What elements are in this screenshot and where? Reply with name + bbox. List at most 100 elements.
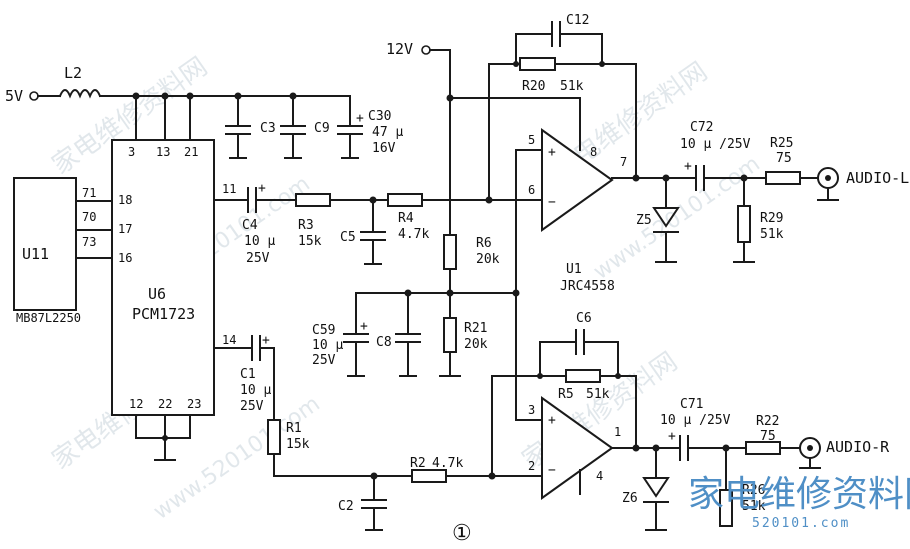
svg-text:+: + (548, 145, 556, 160)
opamp-part: JRC4558 (560, 279, 615, 294)
u1a-pin-7: 7 (620, 155, 627, 169)
u1a-pin-5: 5 (528, 133, 535, 147)
r22-label: R22 (756, 414, 779, 429)
capacitor-c3 (225, 95, 251, 159)
c1-voltage: 25V (240, 399, 264, 414)
svg-text:−: − (548, 195, 556, 210)
r20-label: R20 (522, 79, 545, 94)
resistor-r2 (411, 469, 447, 483)
zener-z6 (642, 447, 670, 531)
c59-voltage: 25V (312, 353, 336, 368)
u6-pin-22: 22 (158, 397, 172, 411)
u6-pin-12: 12 (129, 397, 143, 411)
capacitor-c6 (539, 329, 619, 377)
site-logo-text: 家电维修资料网 (688, 474, 910, 515)
capacitor-c2 (361, 475, 387, 531)
opamp-ref: U1 (566, 262, 582, 277)
u11-pin-70: 70 (82, 210, 96, 224)
audio-l-label: AUDIO-L (846, 169, 909, 187)
audio-r-label: AUDIO-R (826, 438, 890, 456)
u6-pin-11: 11 (222, 182, 236, 196)
capacitor-c1 (251, 335, 261, 361)
u6-pin-17: 17 (118, 222, 132, 236)
u6-pin-13: 13 (156, 145, 170, 159)
r4-value: 4.7k (398, 227, 429, 242)
c4-label: C4 (242, 218, 258, 233)
resistor-r5 (565, 369, 601, 383)
r5-label: R5 (558, 387, 574, 402)
inductor-l2 (58, 89, 102, 99)
figure-number: ① (452, 521, 472, 546)
ic-u6 (111, 139, 215, 416)
r26-value: 51k (742, 499, 766, 514)
c1-value: 10 µ (240, 383, 271, 398)
c72-value: 10 µ /25V (680, 137, 751, 152)
u11-label: U11 (22, 245, 49, 263)
u1b-pin-3: 3 (528, 403, 535, 417)
resistor-r6 (443, 234, 457, 270)
u1a-pin-8: 8 (590, 145, 597, 159)
svg-text:+: + (262, 333, 270, 348)
resistor-r29 (737, 205, 751, 243)
svg-text:+: + (258, 181, 266, 196)
r22-value: 75 (760, 429, 776, 444)
svg-text:+: + (684, 159, 692, 174)
r6-value: 20k (476, 252, 500, 267)
u1b-pin-2: 2 (528, 459, 535, 473)
r5-value: 51k (586, 387, 610, 402)
capacitor-c8 (395, 292, 421, 377)
opamp-u1a (541, 128, 614, 232)
r20-value: 51k (560, 79, 584, 94)
r2-value: 4.7k (432, 456, 463, 471)
c4-value: 10 µ (244, 234, 275, 249)
z6-label: Z6 (622, 491, 638, 506)
c8-label: C8 (376, 335, 392, 350)
c59-label: C59 (312, 323, 335, 338)
u6-pin-3: 3 (128, 145, 135, 159)
opamp-u1b (541, 396, 614, 500)
resistor-r3 (295, 193, 331, 207)
u6-pin-18: 18 (118, 193, 132, 207)
c59-value: 10 µ (312, 338, 343, 353)
u6-label: U6 (148, 285, 166, 303)
c72-label: C72 (690, 120, 713, 135)
capacitor-c5 (360, 199, 386, 265)
r21-label: R21 (464, 321, 487, 336)
r29-value: 51k (760, 227, 784, 242)
c30-value: 47 µ (372, 125, 403, 140)
r29-label: R29 (760, 211, 783, 226)
c30-voltage: 16V (372, 141, 396, 156)
u6-pin-21: 21 (184, 145, 198, 159)
svg-text:+: + (548, 413, 556, 428)
resistor-r21 (443, 317, 457, 353)
c5-label: C5 (340, 230, 356, 245)
resistor-r1 (267, 419, 281, 455)
r21-value: 20k (464, 337, 488, 352)
r2-label: R2 (410, 456, 426, 471)
svg-text:−: − (548, 463, 556, 478)
r4-label: R4 (398, 211, 414, 226)
capacitor-c71 (679, 435, 689, 461)
r26-label: R26 (742, 483, 765, 498)
capacitor-c59 (343, 292, 369, 377)
u1b-pin-1: 1 (614, 425, 621, 439)
r3-label: R3 (298, 218, 314, 233)
resistor-r4 (387, 193, 423, 207)
resistor-r20 (519, 57, 556, 71)
u11-part: MB87L2250 (16, 311, 81, 325)
u1a-pin-6: 6 (528, 183, 535, 197)
r25-value: 75 (776, 151, 792, 166)
vcc-5v-terminal (29, 91, 39, 101)
c6-label: C6 (576, 311, 592, 326)
r1-value: 15k (286, 437, 310, 452)
vcc-12v-label: 12V (386, 40, 413, 58)
r6-label: R6 (476, 236, 492, 251)
u6-pin-16: 16 (118, 251, 132, 265)
ic-u11 (13, 177, 77, 311)
u1b-pin-4: 4 (596, 469, 603, 483)
capacitor-c9 (280, 95, 306, 159)
r25-label: R25 (770, 136, 793, 151)
c9-label: C9 (314, 121, 330, 136)
u6-pin-14: 14 (222, 333, 236, 347)
c1-label: C1 (240, 367, 256, 382)
